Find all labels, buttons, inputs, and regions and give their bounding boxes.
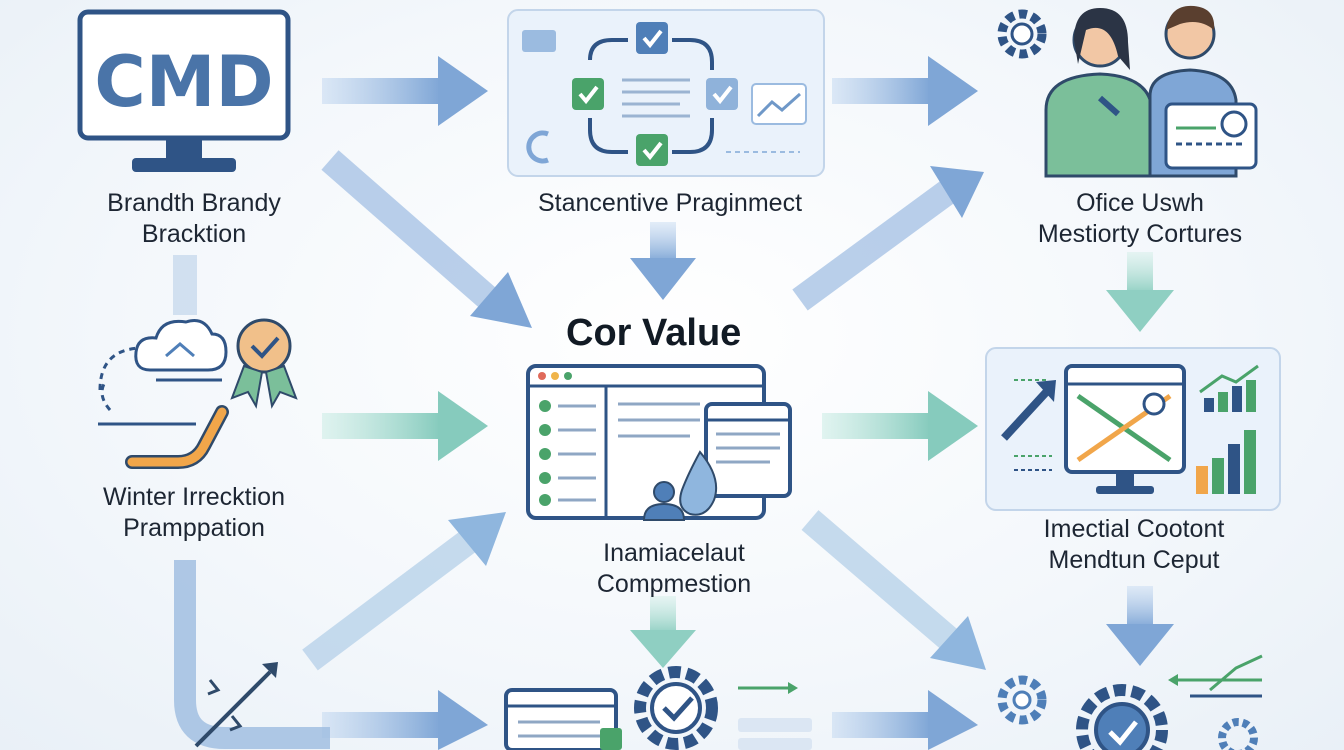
node-core-label: Inamiacelaut Compmestion	[524, 538, 824, 600]
cloud-award-icon	[98, 318, 298, 469]
dashboard-windows-icon	[526, 364, 792, 521]
node-brand-line1: Brandth Brandy	[107, 189, 281, 217]
arrow-winter-to-core	[322, 391, 488, 461]
node-office-label: Ofice Uswh Mestiorty Cortures	[990, 188, 1290, 250]
arrow-core-to-metric	[822, 391, 978, 461]
cycle-checklist-icon	[507, 9, 825, 177]
arrow-strategy-down	[630, 222, 696, 300]
analytics-monitor-icon	[985, 347, 1281, 511]
node-metric-line1: Imectial Cootont	[1043, 515, 1225, 543]
node-office-line1: Ofice Uswh	[1076, 189, 1204, 217]
arrow-bottom-right	[832, 690, 978, 750]
arrow-metric-down	[1106, 586, 1174, 666]
arrow-core-to-office	[792, 166, 984, 311]
arrow-bottomleft-to-core	[302, 512, 506, 671]
node-winter-label: Winter Irrecktion Pramppation	[44, 482, 344, 544]
team-presentation-icon	[997, 5, 1258, 178]
node-strategy-line1: Stancentive Praginmect	[537, 189, 803, 217]
node-brand-line2: Bracktion	[141, 220, 247, 248]
logo-text: CMD	[94, 41, 273, 123]
arrow-strategy-to-office	[832, 56, 978, 126]
diagram-title: Cor Value	[566, 312, 742, 354]
bottom-left-compass-icon	[194, 662, 278, 748]
arrow-core-down	[630, 596, 696, 668]
arrow-office-down	[1106, 252, 1174, 332]
bottom-center-gear-icon	[504, 666, 812, 750]
arrow-brand-to-strategy	[322, 56, 488, 126]
arrow-left-vertical	[173, 255, 330, 749]
node-core-line2: Compmestion	[596, 570, 752, 598]
bottom-right-gear-icon	[997, 654, 1263, 750]
node-brand-label: Brandth Brandy Bracktion	[44, 188, 344, 250]
node-strategy-label: Stancentive Praginmect	[500, 188, 840, 219]
node-metric-line2: Mendtun Ceput	[1048, 546, 1220, 574]
node-winter-line1: Winter Irrecktion	[103, 483, 285, 511]
node-office-line2: Mestiorty Cortures	[1037, 220, 1243, 248]
node-metric-label: Imectial Cootont Mendtun Ceput	[984, 514, 1284, 576]
arrow-core-to-bottomright	[801, 510, 986, 670]
arrow-bottom-left	[322, 690, 488, 750]
node-winter-line2: Pramppation	[123, 514, 265, 542]
node-core-line1: Inamiacelaut	[603, 539, 745, 567]
monitor-logo-icon: CMD	[77, 9, 291, 172]
arrow-brand-to-core	[321, 150, 532, 328]
